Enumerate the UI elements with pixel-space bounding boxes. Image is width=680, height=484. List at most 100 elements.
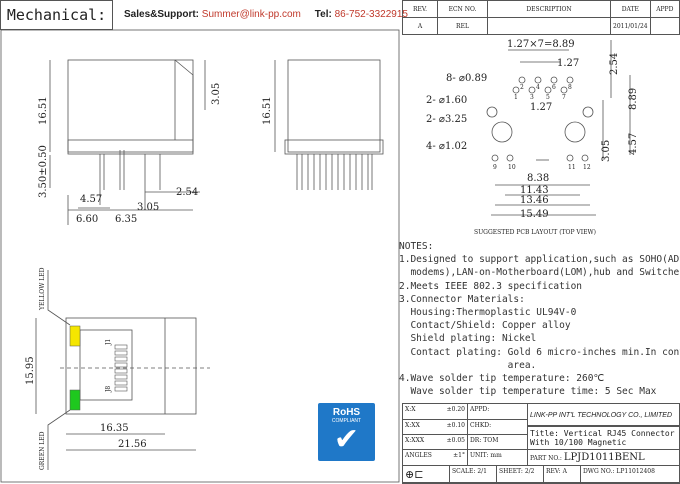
side-view-pins <box>301 154 369 190</box>
page-title: Mechanical: <box>0 0 113 30</box>
front-view <box>49 59 206 225</box>
unit-cell: UNIT: mm <box>467 449 528 466</box>
green-led-label: GREEN LED <box>39 431 46 470</box>
note-line: Shield plating: Nickel <box>399 333 537 345</box>
rev-value: A <box>562 468 567 475</box>
j8-label: J8 <box>105 386 112 393</box>
contact-finger <box>114 362 128 368</box>
note-line: Wave solder tip temperature time: 5 Sec … <box>399 386 657 398</box>
title-label: Title: <box>530 429 559 438</box>
pcb-layout <box>486 76 594 162</box>
dim-4-57: 4.57 <box>80 194 102 205</box>
note-line: 1.Designed to support application,such a… <box>399 254 680 266</box>
title-block: LINK-PP INT'L TECHNOLOGY CO., LIMITED Ti… <box>402 403 680 484</box>
top-view <box>35 270 210 470</box>
pcb-pin-hole <box>566 76 574 84</box>
cell-appd <box>649 17 680 35</box>
contact-info: Sales&Support: Summer@link-pp.com Tel: 8… <box>124 9 408 20</box>
note-line: 3.Connector Materials: <box>399 293 525 305</box>
pin-number: 6 <box>552 84 556 91</box>
contact-finger <box>114 368 128 374</box>
pcb-dim-11-43: 11.43 <box>520 185 549 196</box>
pcb-pin-hole <box>518 76 526 84</box>
contact-finger <box>114 386 128 392</box>
chkd-cell: CHKD: <box>467 419 528 435</box>
pin-number: 9 <box>493 164 497 171</box>
sales-label: Sales&Support: <box>124 9 200 20</box>
pcb-dim-8-89: 8.89 <box>628 88 639 110</box>
pcb-pin-hole <box>506 154 514 162</box>
pin-number: 10 <box>508 164 516 171</box>
revision-table: REV. ECN NO. DESCRIPTION DATE APPD A REL… <box>402 0 680 35</box>
note-line: area. <box>399 359 537 371</box>
pcb-dim-3-05: 3.05 <box>601 140 612 162</box>
scale-cell: SCALE: 2/1 <box>449 465 497 484</box>
header-appd: APPD <box>649 0 680 18</box>
sheet-cell: SHEET: 2/2 <box>496 465 544 484</box>
pcb-caption: SUGGESTED PCB LAYOUT (TOP VIEW) <box>474 229 596 236</box>
pcb-dim-8-38: 8.38 <box>527 173 549 184</box>
pcb-post-hole <box>491 121 513 143</box>
pin-number: 5 <box>546 94 550 101</box>
pcb-pin-hole <box>491 154 499 162</box>
tolerance-value: ±1° <box>453 452 465 459</box>
tolerance-label: X:X <box>405 406 416 413</box>
pcb-pin-hole <box>550 76 558 84</box>
unit-label: UNIT: <box>470 452 489 459</box>
tolerance-label: X:XXX <box>405 437 425 444</box>
contact-finger <box>114 356 128 362</box>
dim-height: 16.51 <box>38 96 49 125</box>
pcb-hole-0-89: 8- ⌀0.89 <box>446 73 487 84</box>
tolerance-label: X:XX <box>405 422 420 429</box>
tolerance-row: ANGLES ±1° <box>402 449 468 466</box>
tolerance-label: ANGLES <box>405 452 432 459</box>
title-value: Vertical RJ45 Connector With 10/100 Magn… <box>530 429 675 447</box>
note-line: 4.Wave solder tip temperature: 260℃ <box>399 373 605 385</box>
pcb-pin-hole <box>534 76 542 84</box>
contact-finger <box>114 344 128 350</box>
rev-label: REV: <box>546 468 561 475</box>
pcb-locating-hole <box>486 106 498 118</box>
scale-label: SCALE: <box>452 468 476 475</box>
pcb-hole-3-25: 2- ⌀3.25 <box>426 114 467 125</box>
contact-finger <box>114 350 128 356</box>
dr-value: TOM <box>483 437 499 444</box>
j1-label: J1 <box>105 339 112 346</box>
title-cell: Title: Vertical RJ45 Connector With 10/1… <box>527 426 680 450</box>
rohs-label: RoHS <box>332 407 361 418</box>
pcb-hole-1-02: 4- ⌀1.02 <box>426 141 467 152</box>
dr-cell: DR: TOM <box>467 434 528 450</box>
tolerance-row: X:XX ±0.10 <box>402 419 468 435</box>
tolerance-value: ±0.10 <box>446 422 465 429</box>
part-cell: PART NO.: LPJD1011BENL <box>527 449 680 466</box>
pin-number: 4 <box>536 84 540 91</box>
tolerance-row: X:XXX±0.05 <box>402 434 468 450</box>
tolerance-value: ±0.20 <box>446 406 465 413</box>
pin-number: 7 <box>562 94 566 101</box>
pin-number: 8 <box>568 84 572 91</box>
contact-finger <box>114 380 128 386</box>
yellow-led <box>69 325 81 347</box>
dwg-label: DWG NO.: <box>583 468 615 475</box>
green-led <box>69 389 81 411</box>
part-number: LPJD1011BENL <box>563 452 645 463</box>
pcb-pin-hole <box>544 86 552 94</box>
dim-15-95: 15.95 <box>25 356 36 385</box>
dim-16-35: 16.35 <box>100 423 129 434</box>
pcb-dim-2-54: 2.54 <box>609 53 620 75</box>
dim-3-05: 3.05 <box>211 83 222 105</box>
pin-number: 2 <box>520 84 524 91</box>
scale-value: 2/1 <box>477 468 487 475</box>
sheet-label: SHEET: <box>499 468 523 475</box>
dim-6-60: 6.60 <box>76 214 98 225</box>
note-line: Contact/Shield: Copper alloy <box>399 320 571 332</box>
pcb-pin-hole <box>528 86 536 94</box>
pcb-dim-13-46: 13.46 <box>520 195 549 206</box>
pin-number: 3 <box>530 94 534 101</box>
email-link[interactable]: Summer@link-pp.com <box>201 9 301 20</box>
contact-finger <box>114 374 128 380</box>
tel-value: 86-752-3322915 <box>334 9 408 20</box>
note-line: 2.Meets IEEE 802.3 specification <box>399 280 583 292</box>
dim-3-05b: 3.05 <box>137 202 159 213</box>
